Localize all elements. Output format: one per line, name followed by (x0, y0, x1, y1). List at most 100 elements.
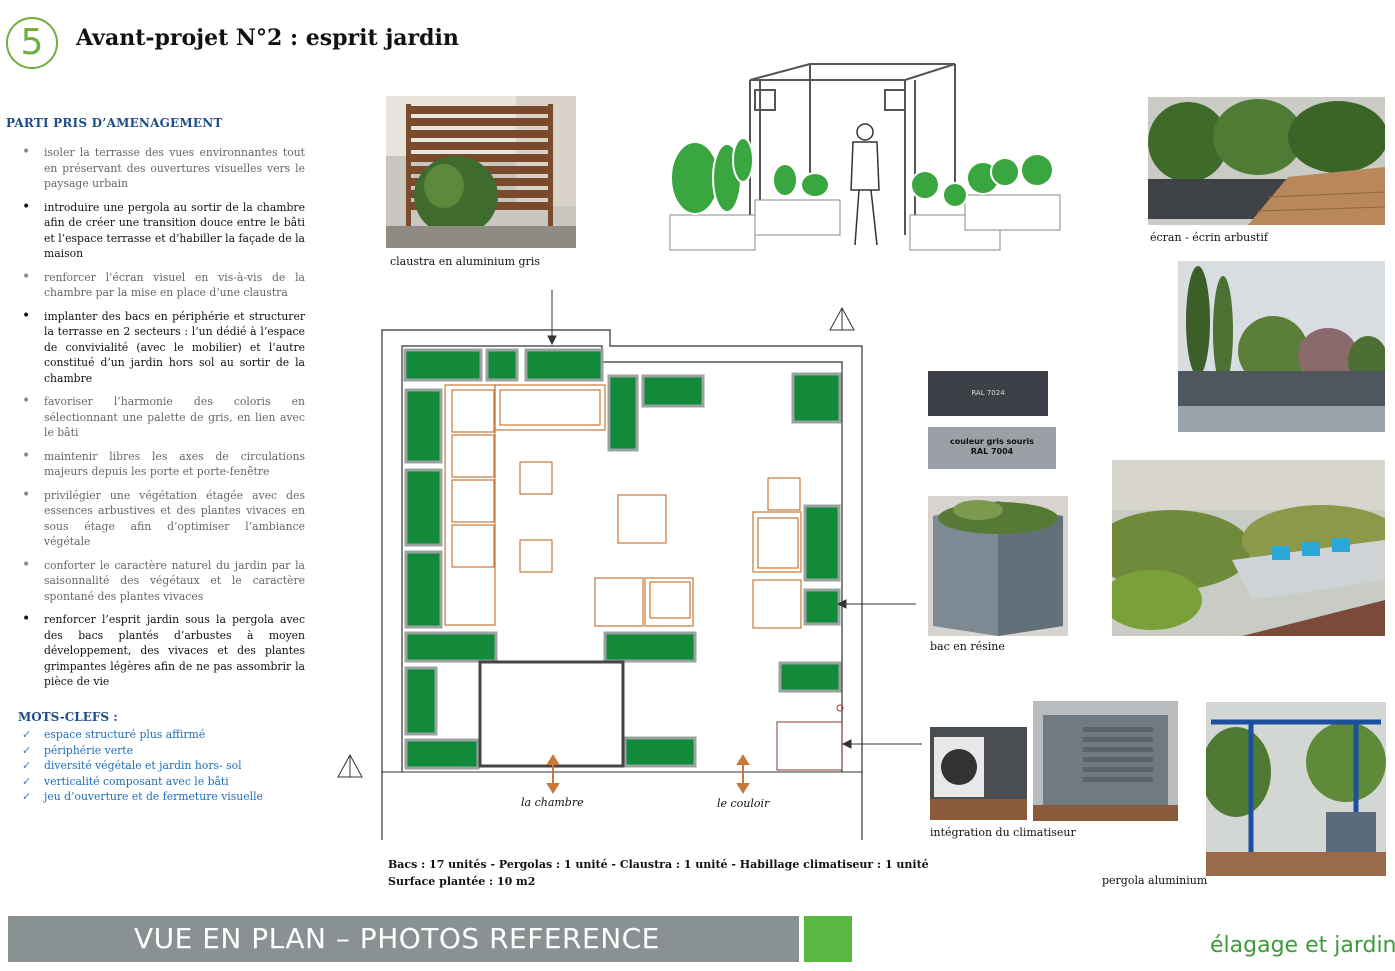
list-item: •conforter le caractère naturel du jardi… (22, 556, 305, 603)
company-logo: élagage et jardins (1210, 930, 1395, 958)
step-number: 5 (20, 22, 44, 63)
keyword-item: ✓périphérie verte (22, 743, 133, 757)
pergola-sketch (665, 60, 1065, 256)
swatch-ral7024: RAL 7024 (928, 371, 1048, 416)
pergola-image (1206, 702, 1386, 876)
bac (641, 374, 705, 408)
bac (607, 374, 639, 452)
bac (404, 388, 443, 464)
bac (485, 348, 519, 382)
terrace-photo (1112, 460, 1385, 636)
furniture-lounger (644, 577, 694, 627)
swatch-ral7024-label: RAL 7024 (971, 389, 1005, 397)
bullet-list: •isoler la terrasse des vues environnant… (22, 144, 305, 698)
furniture-lounger-inner (649, 581, 691, 619)
list-item: •introduire une pergola au sortir de la … (22, 198, 305, 260)
bac-photo (928, 496, 1068, 636)
claustra-photo (386, 96, 576, 248)
bac (404, 468, 443, 547)
pergola-photo (1206, 702, 1386, 876)
ecran-photo (1148, 97, 1385, 225)
swatch-gris-souris-line1: couleur gris souris (950, 437, 1034, 446)
plan-label-chambre: la chambre (521, 796, 584, 809)
keyword-item: ✓jeu d’ouverture et de fermeture visuell… (22, 790, 263, 803)
keyword-item: ✓verticalité composant avec le bâti (22, 774, 229, 788)
check-icon: ✓ (22, 790, 32, 803)
claustra-image (386, 96, 576, 248)
list-item: •maintenir libres les axes de circulatio… (22, 447, 305, 478)
furniture-chair-inner (757, 517, 799, 569)
clim-image (930, 727, 1027, 820)
keywords-list: ✓espace structuré plus affirmé ✓périphér… (22, 727, 263, 805)
furniture-bench (494, 384, 606, 431)
clim-photo (930, 727, 1027, 820)
keywords-title: MOTS-CLEFS : (18, 710, 118, 724)
bac (803, 504, 841, 582)
list-item: •isoler la terrasse des vues environnant… (22, 144, 305, 190)
footer-accent (804, 916, 852, 962)
keyword-item: ✓diversité végétale et jardin hors- sol (22, 759, 242, 772)
furniture-sofa (444, 384, 496, 626)
logo-text: élagage et jardins (1210, 933, 1395, 958)
furniture-table (519, 539, 553, 573)
ecran-caption: écran - écrin arbustif (1150, 231, 1268, 244)
door-arrows (546, 754, 750, 794)
swatch-gris-souris-line2: RAL 7004 (970, 447, 1014, 456)
clim-cover-image (1033, 701, 1178, 821)
view-marker (337, 306, 855, 778)
list-item: •implanter des bacs en périphérie et str… (22, 307, 305, 385)
footer-bar: VUE EN PLAN – PHOTOS REFERENCE (8, 916, 799, 962)
bac (403, 348, 483, 382)
furniture-lounger (594, 577, 644, 627)
plan-outer-wall (381, 329, 863, 840)
furniture-table (519, 461, 553, 495)
furniture-table (617, 494, 667, 544)
furniture-seat (451, 434, 495, 478)
list-item: •favoriser l’harmonie des coloris en sél… (22, 393, 305, 439)
quantities-summary: Bacs : 17 unités - Pergolas : 1 unité - … (388, 856, 929, 890)
plan-clim (776, 721, 843, 771)
footer-title: VUE EN PLAN – PHOTOS REFERENCE (134, 922, 660, 955)
bac-image (928, 496, 1068, 636)
bac (791, 372, 842, 424)
surface-line: Surface plantée : 10 m2 (388, 875, 536, 888)
bac (404, 666, 438, 736)
furniture-chair (752, 579, 802, 629)
pointer-arrows (547, 290, 922, 749)
tall-screen-photo (1178, 261, 1385, 432)
bac (803, 588, 841, 626)
pergola-sketch-image (669, 63, 1061, 251)
plan-pergola (478, 660, 625, 768)
check-icon: ✓ (22, 759, 32, 772)
bac (623, 736, 697, 768)
list-item: •renforcer l’écran visuel en vis-à-vis d… (22, 268, 305, 299)
bac-caption: bac en résine (930, 640, 1005, 653)
bac (524, 348, 604, 382)
bac (404, 550, 443, 629)
furniture-chair (767, 477, 801, 511)
bac (778, 661, 842, 693)
plan-label-couloir: le couloir (717, 797, 770, 810)
clim-cover-photo (1033, 701, 1178, 821)
furniture-seat (451, 524, 495, 568)
bac (404, 631, 498, 663)
check-icon: ✓ (22, 743, 32, 757)
furniture-bench-inner (499, 389, 601, 426)
page-title: Avant-projet N°2 : esprit jardin (76, 25, 459, 51)
check-icon: ✓ (22, 774, 32, 788)
quantities-line: Bacs : 17 unités - Pergolas : 1 unité - … (388, 858, 929, 871)
floor-plan (337, 290, 922, 840)
clim-caption: intégration du climatiseur (930, 826, 1076, 839)
swatch-gris-souris: couleur gris souris RAL 7004 (928, 427, 1056, 469)
plan-furniture (444, 384, 802, 629)
bac (603, 631, 697, 663)
plan-marker (836, 704, 844, 712)
furniture-seat (451, 479, 495, 523)
claustra-caption: claustra en aluminium gris (390, 255, 540, 268)
list-item: •privilégier une végétation étagée avec … (22, 486, 305, 548)
keyword-item: ✓espace structuré plus affirmé (22, 728, 206, 741)
plan-bacs (403, 348, 842, 770)
check-icon: ✓ (22, 728, 32, 741)
section-title: PARTI PRIS D’AMENAGEMENT (6, 116, 223, 130)
pergola-caption: pergola aluminium (1102, 874, 1208, 887)
